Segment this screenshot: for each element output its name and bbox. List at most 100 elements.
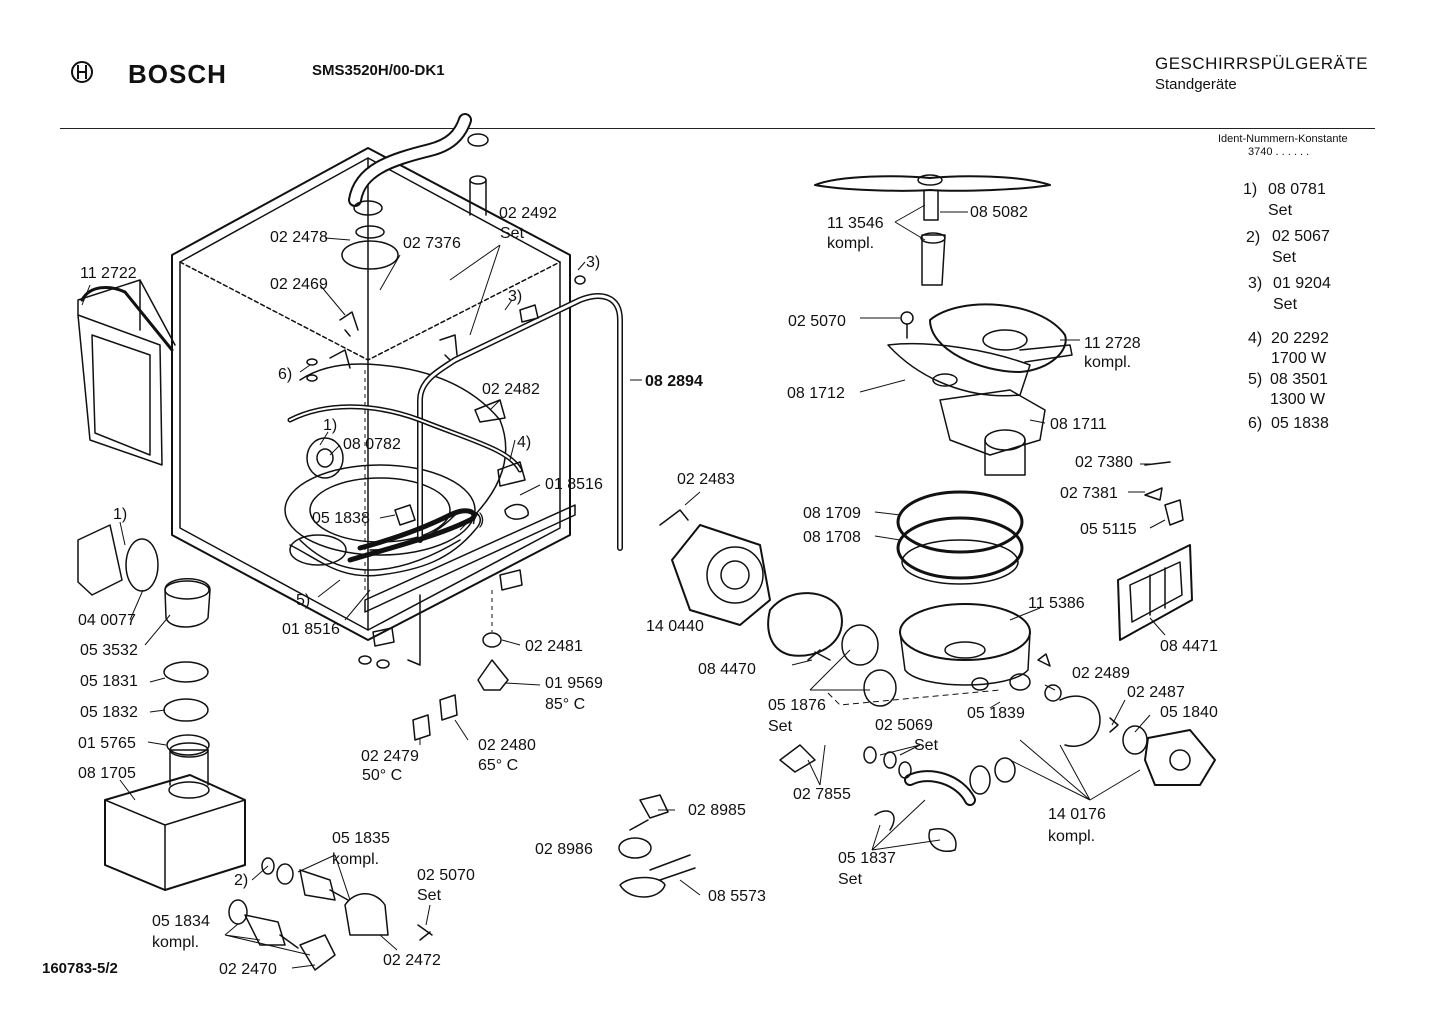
- footnote-2-number: 02 5067: [1272, 228, 1330, 245]
- footnote-5-number: 08 3501: [1270, 371, 1328, 388]
- model-number: SMS3520H/00-DK1: [312, 62, 445, 79]
- part-label: 05 1831: [80, 673, 138, 690]
- part-label: Set: [500, 225, 525, 242]
- part-label: 08 1712: [787, 385, 845, 402]
- footnote-1-key: 1): [1243, 181, 1258, 198]
- part-label: 08 1705: [78, 765, 136, 782]
- part-label: 11 2728: [1084, 335, 1141, 352]
- part-label: 08 4471: [1160, 638, 1218, 655]
- part-label: Set: [838, 871, 863, 888]
- part-label: 11 2722: [80, 265, 137, 282]
- footnote-6-number: 05 1838: [1271, 415, 1329, 432]
- part-label: 05 1840: [1160, 704, 1218, 721]
- part-label: 08 5082: [970, 204, 1028, 221]
- part-label: 08 2894: [645, 373, 703, 390]
- part-label: 08 4470: [698, 661, 756, 678]
- part-label: 14 0440: [646, 618, 704, 635]
- part-label: 1): [323, 417, 338, 434]
- part-label: 02 5070: [417, 867, 475, 884]
- part-label: kompl.: [1084, 354, 1132, 371]
- part-label: 05 1837: [838, 850, 896, 867]
- category-subtitle: Standgeräte: [1155, 76, 1237, 93]
- part-label: kompl.: [827, 235, 875, 252]
- part-label: 02 2482: [482, 381, 540, 398]
- part-label: 85° C: [545, 696, 586, 713]
- filter-rings: [896, 490, 1024, 585]
- part-label: 02 7855: [793, 786, 851, 803]
- sump-housing: [899, 603, 1031, 691]
- part-label: 05 1832: [80, 704, 138, 721]
- part-label: 5): [296, 592, 311, 609]
- part-label: 02 2480: [478, 737, 536, 754]
- part-label: 02 2469: [270, 276, 328, 293]
- micro-filter: [939, 389, 1046, 476]
- brand-name: BOSCH: [128, 59, 227, 89]
- part-label: 08 5573: [708, 888, 766, 905]
- part-label: 02 2479: [361, 748, 419, 765]
- footnote-2-key: 2): [1246, 229, 1261, 246]
- footnote-1-extra: Set: [1268, 202, 1293, 219]
- part-label: 08 0782: [343, 436, 401, 453]
- part-label: 02 7380: [1075, 454, 1133, 471]
- part-label: 11 3546: [827, 215, 884, 232]
- footnote-3-extra: Set: [1273, 296, 1298, 313]
- part-label: 02 2483: [677, 471, 735, 488]
- part-label: 02 8985: [688, 802, 746, 819]
- part-label: 3): [508, 288, 523, 305]
- part-label: 6): [278, 366, 293, 383]
- part-label: kompl.: [332, 851, 380, 868]
- part-label: 02 2487: [1127, 684, 1185, 701]
- coarse-filter: [887, 303, 1073, 397]
- part-label: 01 8516: [282, 621, 340, 638]
- part-label: 05 1838: [312, 510, 370, 527]
- ident-value: 3740 . . . . . .: [1248, 146, 1310, 158]
- control-panel: [1117, 544, 1193, 641]
- ident-label: Ident-Nummern-Konstante: [1218, 133, 1348, 145]
- part-label: 02 2492: [499, 205, 557, 222]
- part-label: 05 1876: [768, 697, 826, 714]
- part-label: 08 1709: [803, 505, 861, 522]
- part-label: 05 3532: [80, 642, 138, 659]
- part-label: 02 8986: [535, 841, 593, 858]
- part-label: 08 1711: [1050, 416, 1107, 433]
- part-label: 02 2470: [219, 961, 277, 978]
- part-label: 02 5069: [875, 717, 933, 734]
- part-label: 02 5070: [788, 313, 846, 330]
- part-label: kompl.: [152, 934, 200, 951]
- footnote-2-extra: Set: [1272, 249, 1297, 266]
- footnote-5-key: 5): [1248, 371, 1263, 388]
- category-title: GESCHIRRSPÜLGERÄTE: [1155, 54, 1369, 73]
- footnote-1-number: 08 0781: [1268, 181, 1326, 198]
- part-label: 01 5765: [78, 735, 136, 752]
- footnote-5-extra: 1300 W: [1270, 391, 1326, 408]
- part-label: 14 0176: [1048, 806, 1106, 823]
- part-label: 08 1708: [803, 529, 861, 546]
- part-label: 3): [586, 254, 601, 271]
- part-label: 7): [470, 511, 485, 528]
- part-label: 4): [517, 434, 532, 451]
- part-label: Set: [914, 737, 939, 754]
- part-label: 01 8516: [545, 476, 603, 493]
- part-label: 50° C: [362, 767, 403, 784]
- part-label: 02 7381: [1060, 485, 1118, 502]
- part-label: 11 5386: [1028, 595, 1085, 612]
- footnote-6-key: 6): [1248, 415, 1263, 432]
- part-label: Set: [768, 718, 793, 735]
- side-panel: [77, 279, 176, 466]
- part-label: 02 2478: [270, 229, 328, 246]
- part-label: 01 9569: [545, 675, 603, 692]
- part-label: kompl.: [1048, 828, 1096, 845]
- part-label: 05 1839: [967, 705, 1025, 722]
- part-label: 2): [234, 872, 249, 889]
- header-rule: [60, 128, 1375, 129]
- part-label: 65° C: [478, 757, 519, 774]
- footnote-4-extra: 1700 W: [1271, 350, 1327, 367]
- part-label: 02 2481: [525, 638, 583, 655]
- thermostats: [412, 632, 509, 741]
- part-label: 04 0077: [78, 612, 136, 629]
- bosch-logo-icon: [70, 60, 94, 84]
- part-label: 02 7376: [403, 235, 461, 252]
- part-label: 05 5115: [1080, 521, 1137, 538]
- part-label: 05 1834: [152, 913, 210, 930]
